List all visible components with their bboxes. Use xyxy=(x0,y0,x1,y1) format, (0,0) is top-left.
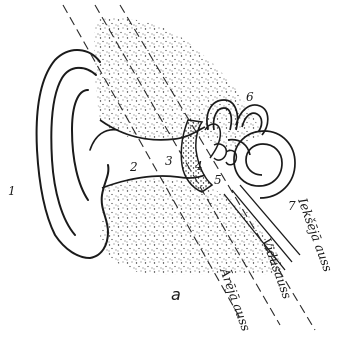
temporal-bone-lower xyxy=(100,179,285,275)
label-6: 6 xyxy=(246,90,254,104)
label-5: 5 xyxy=(214,173,222,187)
label-2: 2 xyxy=(129,160,138,174)
label-1: 1 xyxy=(8,184,16,198)
panel-letter: a xyxy=(171,285,181,304)
region-label-inner: Iekšējā auss xyxy=(295,195,336,274)
temporal-bone-upper xyxy=(94,18,262,150)
label-7: 7 xyxy=(288,199,296,213)
label-4: 4 xyxy=(194,159,203,173)
region-label-outer: Ārējā auss xyxy=(217,265,254,333)
label-3: 3 xyxy=(165,154,173,168)
